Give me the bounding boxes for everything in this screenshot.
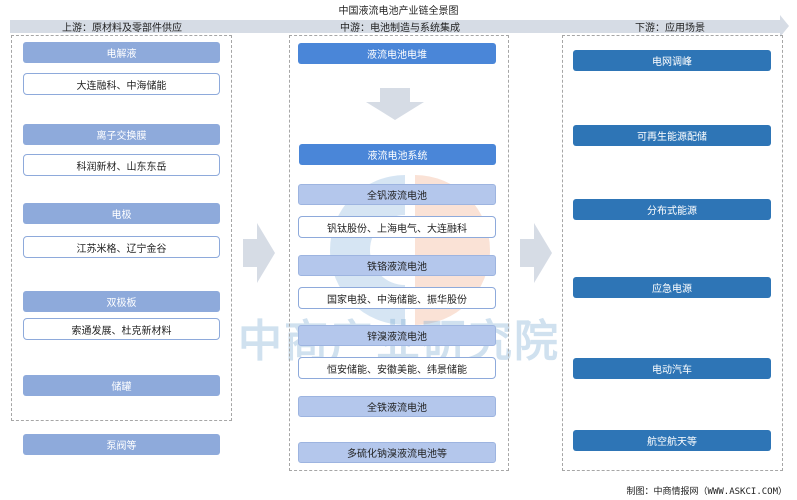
stage-label-downstream: 下游：应用场景 (635, 23, 705, 34)
banner-arrow-tip-icon (780, 15, 789, 37)
midstream-type-all-iron: 全铁液流电池 (298, 396, 496, 417)
downstream-application-grid-peak: 电网调峰 (573, 50, 771, 71)
midstream-companies-zinc-bromine: 恒安储能、安徽美能、纬景储能 (298, 357, 496, 379)
arrow-right-icon (243, 223, 275, 283)
source-credit: 制图：中商情报网（WWW.ASKCI.COM） (626, 487, 787, 497)
arrow-right-icon (520, 223, 552, 283)
upstream-column (11, 35, 232, 421)
upstream-companies-membrane: 科润新材、山东东岳 (23, 154, 220, 176)
arrow-down-icon (366, 88, 424, 120)
stage-banner (10, 20, 780, 33)
upstream-companies-electrolyte: 大连融科、中海储能 (23, 73, 220, 95)
downstream-application-electric-vehicles: 电动汽车 (573, 358, 771, 379)
upstream-category-tank: 储罐 (23, 375, 220, 396)
upstream-category-electrolyte: 电解液 (23, 42, 220, 63)
downstream-column (562, 35, 783, 471)
upstream-companies-bipolar-plate: 索通发展、杜克新材料 (23, 318, 220, 340)
midstream-type-zinc-bromine: 锌溴液流电池 (298, 325, 496, 346)
stage-label-midstream: 中游：电池制造与系统集成 (340, 23, 460, 34)
midstream-column (289, 35, 509, 471)
upstream-category-bipolar-plate: 双极板 (23, 291, 220, 312)
diagram-title: 中国液流电池产业链全景图 (338, 6, 459, 17)
downstream-application-distributed-energy: 分布式能源 (573, 199, 771, 220)
downstream-application-aerospace: 航空航天等 (573, 430, 771, 451)
midstream-type-vanadium: 全钒液流电池 (298, 184, 496, 205)
midstream-system: 液流电池系统 (299, 144, 496, 165)
midstream-type-iron-chromium: 铁铬液流电池 (298, 255, 496, 276)
midstream-type-polysulfide-bromine: 多硫化钠溴液流电池等 (298, 442, 496, 463)
downstream-application-emergency-power: 应急电源 (573, 277, 771, 298)
midstream-stack: 液流电池电堆 (298, 43, 496, 64)
upstream-category-pumps-valves: 泵阀等 (23, 434, 220, 455)
upstream-companies-electrode: 江苏米格、辽宁金谷 (23, 236, 220, 258)
midstream-companies-vanadium: 钒钛股份、上海电气、大连融科 (298, 216, 496, 238)
upstream-category-electrode: 电极 (23, 203, 220, 224)
midstream-companies-iron-chromium: 国家电投、中海储能、振华股份 (298, 287, 496, 309)
stage-label-upstream: 上游：原材料及零部件供应 (62, 23, 182, 34)
downstream-application-renewable-storage: 可再生能源配储 (573, 125, 771, 146)
upstream-category-membrane: 离子交换膜 (23, 124, 220, 145)
